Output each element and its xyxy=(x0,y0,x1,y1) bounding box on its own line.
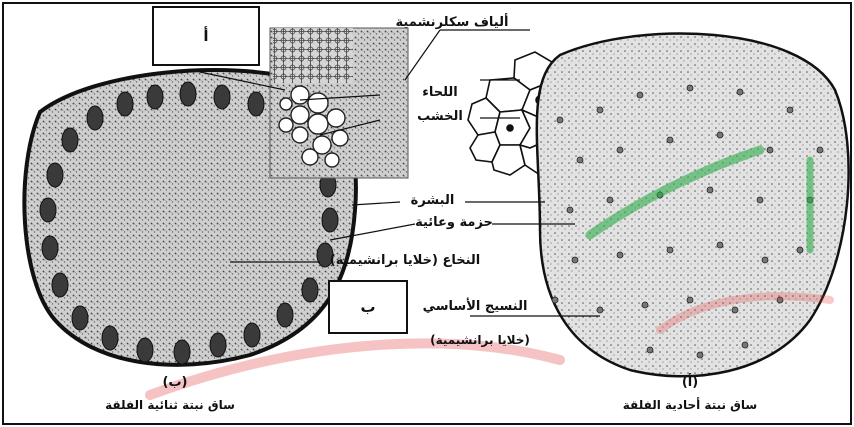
caption-left-letter: (ب) xyxy=(150,376,200,389)
label-ground-tissue-note: (خلايا برانشيمية) xyxy=(425,334,535,346)
label-xylem: الخشب xyxy=(405,110,475,123)
bundle-detail-inset xyxy=(270,28,408,178)
monocot-stem-section xyxy=(537,33,849,376)
label-vascular-bundle: حزمة وعائية xyxy=(415,216,493,229)
label-pith: النخاع (خلايا برانشيمية) xyxy=(320,254,490,267)
bottom-box-label: ب xyxy=(360,298,375,316)
caption-right-letter: (أ) xyxy=(665,376,715,389)
label-phloem: اللحاء xyxy=(405,86,475,99)
bottom-box: ب xyxy=(328,280,408,334)
label-ground-tissue: النسيج الأساسي xyxy=(420,300,530,313)
caption-left-name: ساق نبتة ثنائية الفلقة xyxy=(95,399,245,411)
top-box: أ xyxy=(152,6,260,66)
top-box-label: أ xyxy=(203,27,208,45)
label-epidermis: البشرة xyxy=(400,194,465,207)
caption-right-name: ساق نبتة أحادية الفلقة xyxy=(610,399,770,411)
label-sclerenchyma-fibers: ألياف سكلرنشمية xyxy=(372,16,532,29)
